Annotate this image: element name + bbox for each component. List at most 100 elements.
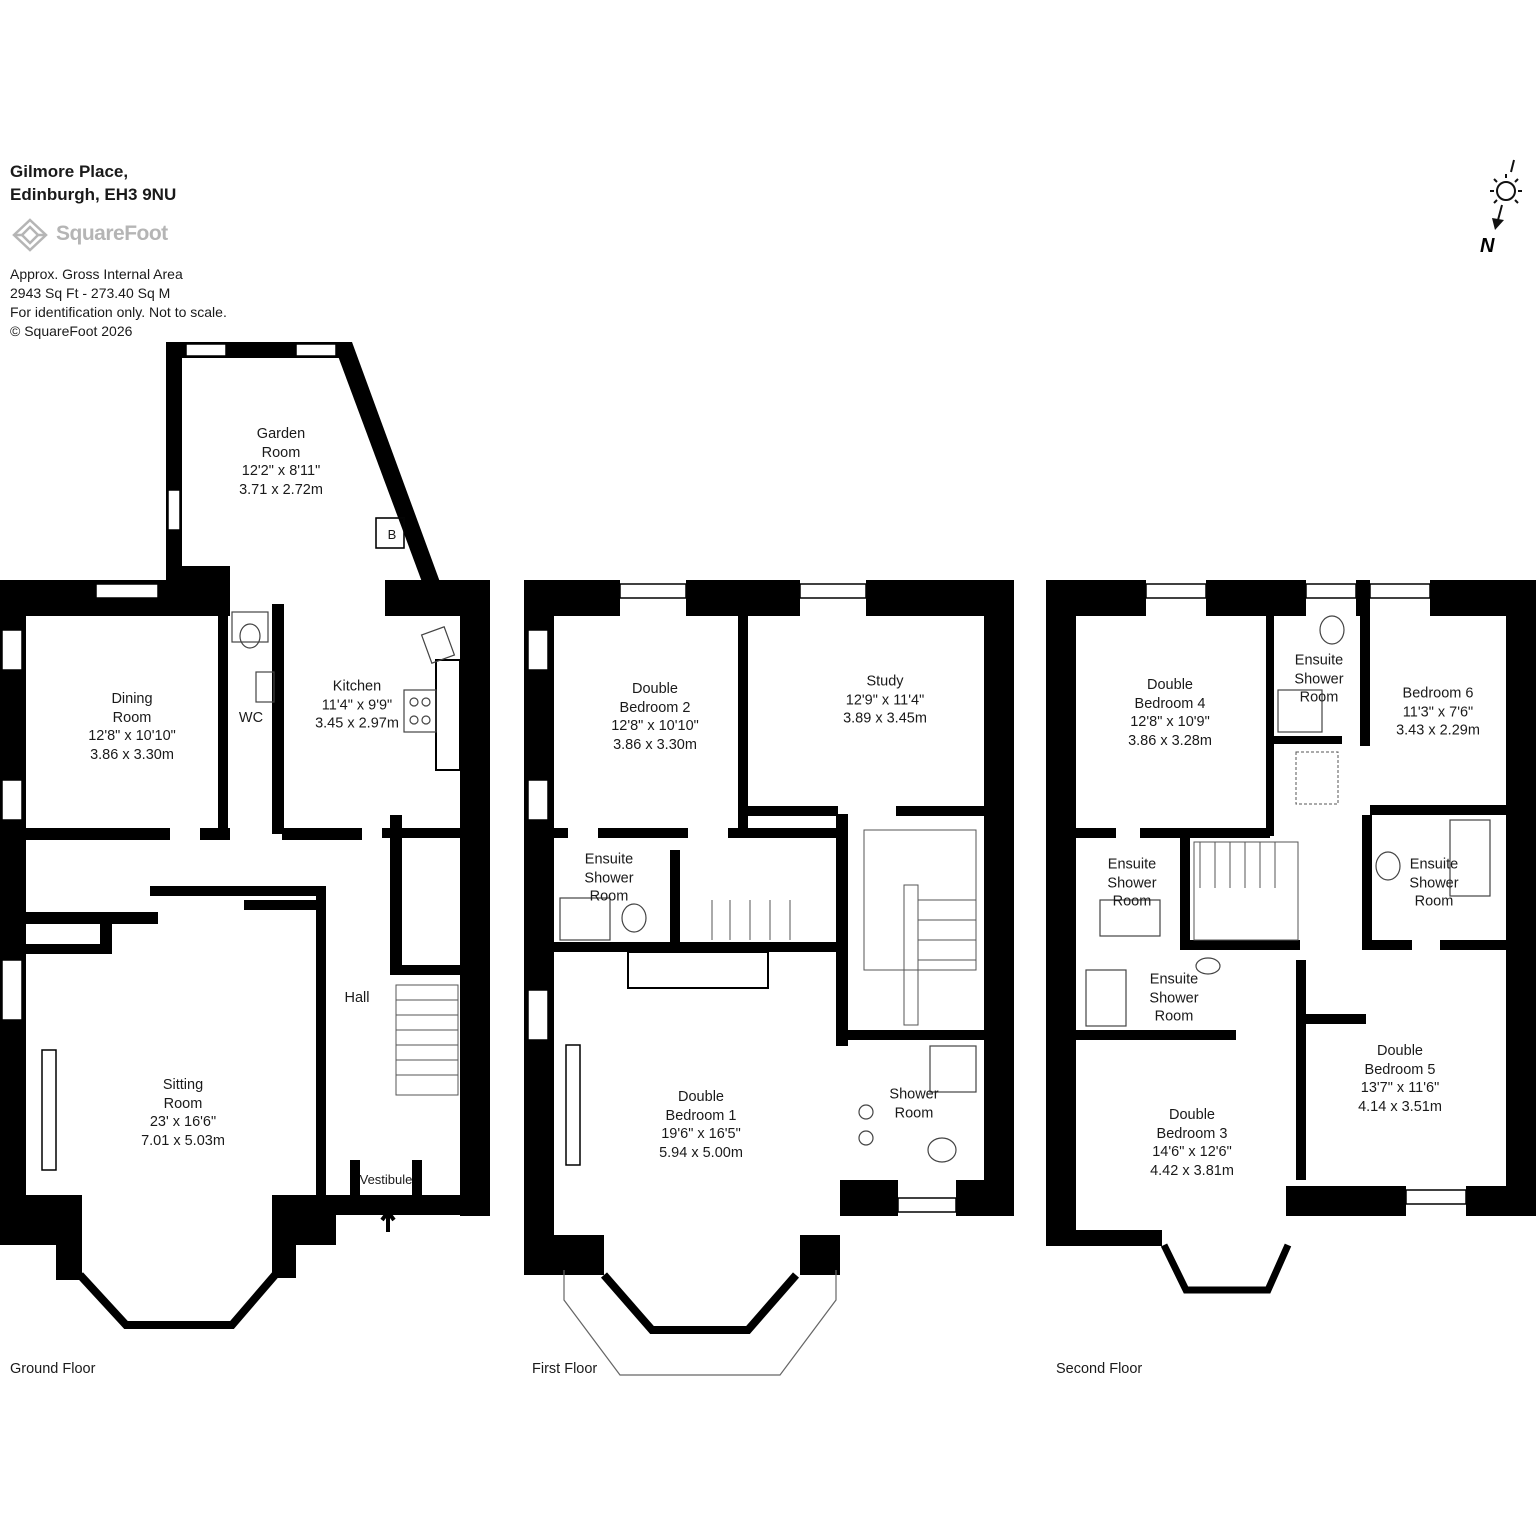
- floor-label-ground: Ground Floor: [10, 1361, 96, 1377]
- first-floor-windows: [527, 583, 957, 1213]
- room-name: Shower: [1409, 874, 1459, 891]
- room-name: Bedroom 4: [1134, 695, 1206, 712]
- room-name: Double: [1147, 677, 1193, 693]
- room-name: Room: [112, 709, 152, 726]
- fixtures: [231, 517, 1491, 1163]
- room-ensuite-top: Ensuite Shower Room: [1294, 651, 1343, 707]
- room-sitting-room: Sitting Room 23' x 16'6" 7.01 x 5.03m: [141, 1076, 225, 1150]
- room-name: Ensuite: [1409, 856, 1459, 873]
- room-name: Bedroom 1: [665, 1107, 737, 1124]
- room-dimensions-metric: 3.45 x 2.97m: [315, 715, 399, 732]
- ground-floor-stairs: [395, 984, 459, 1096]
- room-name: Kitchen: [332, 678, 382, 695]
- room-ensuite-first-floor: Ensuite Shower Room: [584, 850, 633, 906]
- room-name: Double: [632, 681, 678, 697]
- room-double-bedroom-2: Double Bedroom 2 12'8" x 10'10" 3.86 x 3…: [611, 680, 699, 754]
- room-double-bedroom-1: Double Bedroom 1 19'6" x 16'5" 5.94 x 5.…: [659, 1088, 743, 1162]
- logo-text: SquareFoot: [56, 222, 168, 245]
- info-line-4: © SquareFoot 2026: [10, 323, 133, 339]
- room-dimensions-metric: 7.01 x 5.03m: [141, 1132, 225, 1149]
- room-vestibule: Vestibule: [360, 1172, 413, 1188]
- room-dining-room: Dining Room 12'8" x 10'10" 3.86 x 3.30m: [88, 690, 176, 764]
- room-name: Double: [678, 1089, 724, 1105]
- room-double-bedroom-3: Double Bedroom 3 14'6" x 12'6" 4.42 x 3.…: [1150, 1106, 1234, 1180]
- room-double-bedroom-5: Double Bedroom 5 13'7" x 11'6" 4.14 x 3.…: [1358, 1042, 1442, 1116]
- room-dimensions-metric: 4.42 x 3.81m: [1150, 1162, 1234, 1179]
- first-floor-walls: [524, 580, 1014, 1275]
- room-name: Room: [1112, 893, 1152, 910]
- second-floor-bay: [1160, 1243, 1292, 1294]
- room-name: Room: [1299, 689, 1339, 706]
- area-info: Approx. Gross Internal Area 2943 Sq Ft -…: [10, 265, 227, 341]
- room-name: Bedroom 5: [1364, 1061, 1436, 1078]
- room-name: Room: [589, 888, 629, 905]
- room-name: Double: [1377, 1043, 1423, 1059]
- room-dimensions-imperial: 13'7" x 11'6": [1360, 1080, 1440, 1096]
- room-name: Room: [1414, 893, 1454, 910]
- room-dimensions-metric: 3.86 x 3.30m: [90, 746, 174, 763]
- room-double-bedroom-4: Double Bedroom 4 12'8" x 10'9" 3.86 x 3.…: [1128, 676, 1212, 750]
- info-line-1: Approx. Gross Internal Area: [10, 266, 183, 282]
- ground-floor-bay: [77, 1272, 279, 1329]
- room-boiler: B: [388, 527, 397, 543]
- room-name: Shower: [1149, 989, 1199, 1006]
- room-name: Dining: [111, 691, 153, 707]
- room-hall: Hall: [345, 989, 370, 1008]
- room-dimensions-imperial: 14'6" x 12'6": [1152, 1144, 1232, 1160]
- room-ensuite-left: Ensuite Shower Room: [1107, 855, 1156, 911]
- property-address: Gilmore Place, Edinburgh, EH3 9NU: [10, 160, 176, 206]
- room-dimensions-metric: 4.14 x 3.51m: [1358, 1098, 1442, 1115]
- room-shower-room: Shower Room: [889, 1086, 938, 1123]
- room-dimensions-metric: 3.89 x 3.45m: [843, 710, 927, 727]
- room-name: Room: [1154, 1008, 1194, 1025]
- room-name: Bedroom 6: [1402, 685, 1474, 702]
- room-dimensions-metric: 3.43 x 2.29m: [1396, 722, 1480, 739]
- info-line-3: For identification only. Not to scale.: [10, 304, 227, 320]
- room-name: Vestibule: [359, 1172, 413, 1187]
- entrance-arrow-icon: [380, 1208, 396, 1232]
- ground-floor-windows: [1, 343, 337, 1021]
- room-name: Ensuite: [584, 851, 634, 868]
- room-name: Shower: [1107, 874, 1157, 891]
- room-name: Bedroom 2: [619, 699, 691, 716]
- room-name: Room: [894, 1105, 934, 1121]
- room-dimensions-imperial: 12'8" x 10'10": [611, 718, 699, 734]
- room-name: Room: [163, 1095, 203, 1112]
- room-dimensions-imperial: 12'8" x 10'10": [88, 728, 176, 744]
- room-dimensions-imperial: 23' x 16'6": [149, 1114, 217, 1130]
- room-name: Shower: [584, 869, 634, 886]
- room-bedroom-6: Bedroom 6 11'3" x 7'6" 3.43 x 2.29m: [1396, 684, 1480, 740]
- room-name: Study: [866, 673, 904, 690]
- room-name: Ensuite: [1107, 856, 1157, 873]
- room-dimensions-metric: 3.86 x 3.28m: [1128, 732, 1212, 749]
- room-dimensions-metric: 3.86 x 3.30m: [613, 736, 697, 753]
- north-label: N: [1480, 235, 1495, 257]
- room-name: Bedroom 3: [1156, 1125, 1228, 1142]
- room-name: Garden: [256, 426, 306, 442]
- room-name: Room: [261, 444, 301, 461]
- second-floor-walls: [1046, 580, 1536, 1246]
- floor-label-second: Second Floor: [1056, 1361, 1143, 1377]
- room-dimensions-imperial: 12'8" x 10'9": [1130, 714, 1210, 730]
- second-floor-stairs: [1193, 751, 1339, 941]
- squarefoot-logo-icon: [12, 218, 48, 252]
- floor-label-first: First Floor: [532, 1361, 598, 1377]
- room-study: Study 12'9" x 11'4" 3.89 x 3.45m: [843, 672, 927, 728]
- room-name: Shower: [1294, 670, 1344, 687]
- room-dimensions-imperial: 12'9" x 11'4": [845, 691, 925, 708]
- room-name: Ensuite: [1149, 971, 1199, 988]
- room-dimensions-imperial: 11'3" x 7'6": [1402, 703, 1474, 720]
- address-line-1: Gilmore Place,: [10, 162, 129, 181]
- room-name: Hall: [344, 989, 370, 1006]
- second-floor-windows: [1145, 583, 1467, 1205]
- room-name: Double: [1169, 1107, 1215, 1123]
- squarefoot-logo: SquareFoot: [10, 218, 190, 252]
- room-ensuite-right: Ensuite Shower Room: [1409, 855, 1458, 911]
- first-floor-stairs: [711, 829, 977, 1026]
- room-dimensions-metric: 5.94 x 5.00m: [659, 1144, 743, 1161]
- address-line-2: Edinburgh, EH3 9NU: [10, 185, 177, 204]
- room-dimensions-imperial: 11'4" x 9'9": [321, 696, 393, 713]
- room-name: WC: [238, 709, 264, 726]
- first-floor-bay: [600, 1272, 800, 1334]
